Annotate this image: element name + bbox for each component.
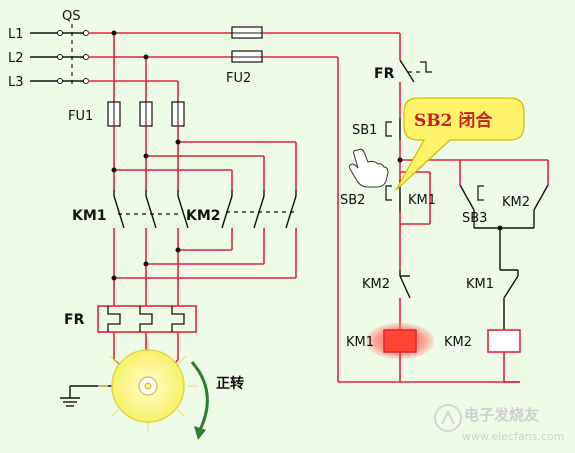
label-fr-control: FR	[374, 66, 395, 82]
watermark-cn: 电子发烧友	[464, 406, 539, 424]
label-fu1: FU1	[68, 109, 93, 124]
watermark-url: www.elecfans.com	[462, 430, 564, 443]
km1-interlock	[503, 270, 519, 299]
label-l3: L3	[8, 75, 24, 90]
label-km2-coil: KM2	[444, 335, 472, 350]
callout-bubble: SB2 闭合	[395, 97, 525, 191]
fr-control-contact	[399, 59, 432, 83]
label-sb1: SB1	[352, 123, 377, 138]
rotation-arrowhead	[194, 426, 206, 440]
label-l1: L1	[8, 27, 24, 42]
label-qs: QS	[62, 9, 80, 24]
km1-coil	[366, 323, 434, 359]
km1-main-contacts	[113, 190, 189, 229]
label-km1-main: KM1	[72, 208, 107, 224]
motor-icon	[98, 340, 198, 432]
ground-icon	[60, 385, 112, 407]
thermal-relay-fr	[97, 305, 197, 333]
label-km1-interlock: KM1	[466, 277, 494, 292]
fuse-fu2: FU2	[226, 26, 263, 86]
label-fr-main: FR	[64, 312, 85, 328]
power-input-lines: L1 L2 L3 QS	[8, 9, 400, 90]
label-fu2: FU2	[226, 71, 251, 86]
label-km2-main: KM2	[186, 208, 221, 224]
elecfans-logo-icon	[434, 404, 462, 432]
pointing-hand-icon	[348, 148, 389, 188]
sb1-button	[385, 118, 401, 140]
label-l2: L2	[8, 51, 24, 66]
label-km1-coil: KM1	[346, 335, 374, 350]
motor-direction-label: 正转	[216, 375, 244, 392]
label-km2-aux: KM2	[502, 195, 530, 210]
sb2-button	[385, 180, 401, 212]
rotation-arrow-icon	[190, 361, 209, 431]
label-km1-aux: KM1	[408, 193, 436, 208]
callout-text: SB2 闭合	[414, 110, 493, 131]
km2-aux-contact	[533, 184, 549, 211]
label-km2-interlock: KM2	[362, 277, 390, 292]
control-circuit: FR SB1 SB2 KM1 SB3	[337, 33, 549, 383]
km2-main-contacts	[221, 190, 298, 229]
km2-coil	[487, 329, 521, 353]
label-sb3: SB3	[462, 211, 487, 226]
km2-interlock	[399, 270, 411, 299]
label-sb2: SB2	[340, 193, 365, 208]
main-circuit: FU1 KM1	[60, 30, 298, 440]
sb3-button	[459, 184, 484, 211]
